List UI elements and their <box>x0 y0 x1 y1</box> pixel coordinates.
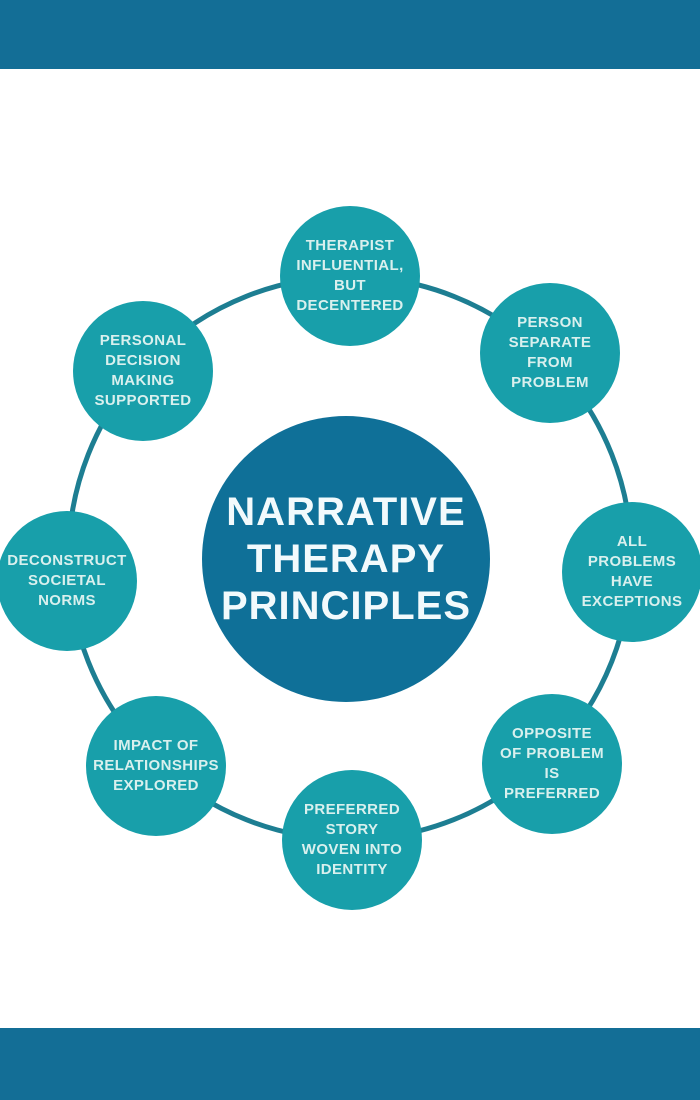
node-personal-decision: PERSONAL DECISION MAKING SUPPORTED <box>73 301 213 441</box>
node-person-separate: PERSON SEPARATE FROM PROBLEM <box>480 283 620 423</box>
node-therapist-decentered: THERAPIST INFLUENTIAL, BUT DECENTERED <box>280 206 420 346</box>
node-label: IMPACT OF RELATIONSHIPS EXPLORED <box>93 737 219 794</box>
node-opposite-preferred: OPPOSITE OF PROBLEM IS PREFERRED <box>482 694 622 834</box>
node-label: ALL PROBLEMS HAVE EXCEPTIONS <box>581 533 683 610</box>
node-relationships-explored: IMPACT OF RELATIONSHIPS EXPLORED <box>86 696 226 836</box>
node-label: OPPOSITE OF PROBLEM IS PREFERRED <box>500 725 604 802</box>
node-label: DECONSTRUCT SOCIETAL NORMS <box>7 552 127 609</box>
node-label: PERSON SEPARATE FROM PROBLEM <box>508 314 592 391</box>
node-label: PREFERRED STORY WOVEN INTO IDENTITY <box>301 801 403 878</box>
node-preferred-story: PREFERRED STORY WOVEN INTO IDENTITY <box>282 770 422 910</box>
top-band <box>0 0 700 69</box>
node-label: THERAPIST INFLUENTIAL, BUT DECENTERED <box>296 237 404 314</box>
node-problems-exceptions: ALL PROBLEMS HAVE EXCEPTIONS <box>562 502 700 642</box>
center-circle: NARRATIVE THERAPY PRINCIPLES <box>202 416 490 702</box>
bottom-band <box>0 1028 700 1100</box>
center-title: NARRATIVE THERAPY PRINCIPLES <box>220 489 472 628</box>
node-label: PERSONAL DECISION MAKING SUPPORTED <box>94 332 192 409</box>
node-deconstruct-norms: DECONSTRUCT SOCIETAL NORMS <box>0 511 137 651</box>
